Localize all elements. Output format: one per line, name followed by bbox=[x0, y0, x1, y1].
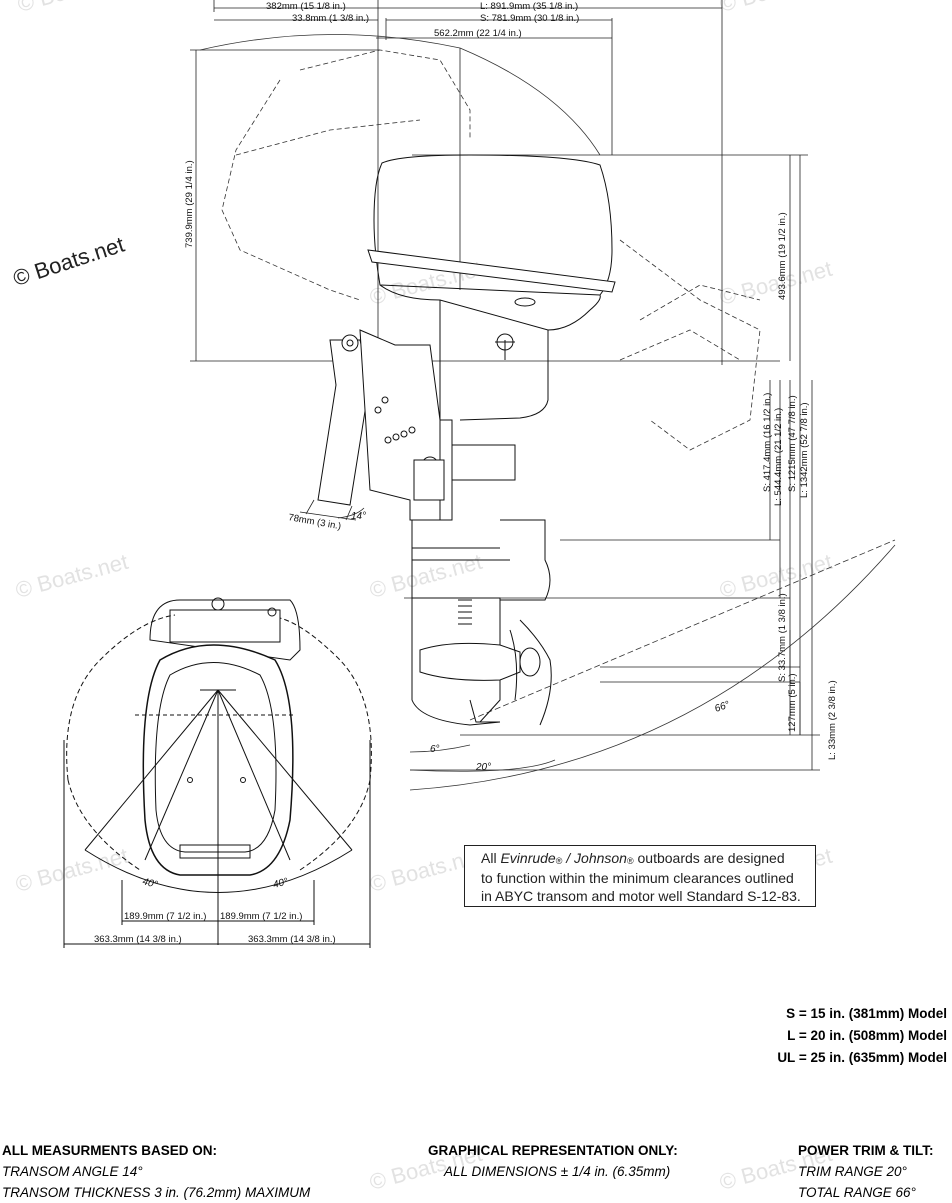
notice-brand-evinrude: Evinrude bbox=[500, 850, 556, 866]
model-l: L = 20 in. (508mm) Model bbox=[787, 1028, 947, 1043]
transom-bracket bbox=[317, 329, 445, 521]
faint-watermarks: © Boats.net © Boats.net © Boats.net © Bo… bbox=[13, 0, 835, 1195]
dim-363-3-left: 363.3mm (14 3/8 in.) bbox=[94, 934, 182, 945]
dim-33-7: S: 33.7mm (1 3/8 in.) bbox=[777, 593, 788, 682]
clamp-dimension bbox=[299, 499, 365, 521]
outboard-side-view bbox=[367, 154, 616, 726]
footer-left-heading: ALL MEASURMENTS BASED ON: bbox=[2, 1143, 218, 1158]
footer-transom-thickness: TRANSOM THICKNESS 3 in. (76.2mm) MAXIMUM bbox=[2, 1185, 311, 1200]
footer-tolerance: ALL DIMENSIONS ± 1/4 in. (6.35mm) bbox=[444, 1164, 671, 1179]
model-s: S = 15 in. (381mm) Model bbox=[786, 1006, 947, 1021]
watermark: © Boats.net bbox=[717, 549, 835, 603]
angle-40-left: 40° bbox=[141, 876, 158, 891]
dim-127: 127mm (5 in.) bbox=[787, 673, 798, 732]
watermark: © Boats.net bbox=[13, 843, 131, 897]
notice-line3: in ABYC transom and motor well Standard … bbox=[481, 888, 801, 904]
shaft-length-models: S = 15 in. (381mm) Model L = 20 in. (508… bbox=[777, 1003, 947, 1069]
dim-L-891-9: L: 891.9mm (35 1/8 in.) bbox=[480, 1, 578, 12]
abyc-notice-box: All Evinrude® / Johnson® outboards are d… bbox=[464, 845, 816, 907]
watermark: © Boats.net bbox=[717, 256, 835, 310]
footer-mid-heading: GRAPHICAL REPRESENTATION ONLY: bbox=[428, 1143, 678, 1158]
dim-189-9-right: 189.9mm (7 1/2 in.) bbox=[220, 911, 302, 922]
top-view-steering bbox=[63, 597, 372, 948]
angle-20: 20° bbox=[475, 762, 491, 773]
watermark: © Boats.net bbox=[15, 0, 133, 17]
dim-L-1342: L: 1342mm (52 7/8 in.) bbox=[799, 402, 810, 498]
dim-78: 78mm (3 in.) bbox=[287, 512, 341, 532]
dim-562-2: 562.2mm (22 1/4 in.) bbox=[434, 28, 522, 39]
dim-S-417-4: S: 417.4mm (16 1/2 in.) bbox=[762, 393, 773, 492]
model-ul: UL = 25 in. (635mm) Model bbox=[777, 1050, 947, 1065]
notice-prefix: All bbox=[481, 850, 501, 866]
footer-right-heading: POWER TRIM & TILT: bbox=[798, 1143, 934, 1158]
notice-line2: to function within the minimum clearance… bbox=[481, 870, 794, 886]
notice-brand-johnson: Johnson bbox=[574, 850, 627, 866]
dim-382: 382mm (15 1/8 in.) bbox=[266, 1, 346, 12]
dim-L-544-4: L: 544.4mm (21 1/2 in.) bbox=[773, 408, 784, 506]
dim-493-6: 493.6mm (19 1/2 in.) bbox=[777, 212, 788, 300]
footer-graphical-note: GRAPHICAL REPRESENTATION ONLY: ALL DIMEN… bbox=[428, 1140, 678, 1182]
watermark: © Boats.net bbox=[717, 0, 835, 17]
angle-6: 6° bbox=[430, 744, 440, 755]
angle-66: 66° bbox=[713, 699, 731, 715]
top-dimension-lines bbox=[190, 0, 780, 365]
notice-slash: / bbox=[562, 850, 575, 866]
dim-L-33: L: 33mm (2 3/8 in.) bbox=[827, 680, 838, 760]
notice-reg-mark: ® bbox=[555, 856, 563, 866]
notice-reg-mark: ® bbox=[626, 856, 634, 866]
dim-189-9-left: 189.9mm (7 1/2 in.) bbox=[124, 911, 206, 922]
tilt-envelope bbox=[199, 34, 896, 791]
footer-transom-angle: TRANSOM ANGLE 14° bbox=[2, 1164, 143, 1179]
dim-363-3-right: 363.3mm (14 3/8 in.) bbox=[248, 934, 336, 945]
footer-trim-tilt: POWER TRIM & TILT: TRIM RANGE 20° TOTAL … bbox=[798, 1140, 933, 1203]
angle-40-right: 40° bbox=[272, 876, 289, 891]
angle-14: 14° bbox=[351, 511, 366, 522]
dim-S-1215: S: 1215mm (47 7/8 in.) bbox=[787, 395, 798, 492]
dim-33-8: 33.8mm (1 3/8 in.) bbox=[292, 13, 369, 24]
footer-trim-range: TRIM RANGE 20° bbox=[798, 1164, 907, 1179]
footer-total-range: TOTAL RANGE 66° bbox=[798, 1185, 916, 1200]
dim-739-9: 739.9mm (29 1/4 in.) bbox=[184, 160, 195, 248]
dim-S-781-9: S: 781.9mm (30 1/8 in.) bbox=[480, 13, 579, 24]
notice-line1-rest: outboards are designed bbox=[633, 850, 785, 866]
footer-measurements-basis: ALL MEASURMENTS BASED ON: TRANSOM ANGLE … bbox=[2, 1140, 310, 1203]
watermark: © Boats.net bbox=[367, 549, 485, 603]
watermark: © Boats.net bbox=[13, 549, 131, 603]
